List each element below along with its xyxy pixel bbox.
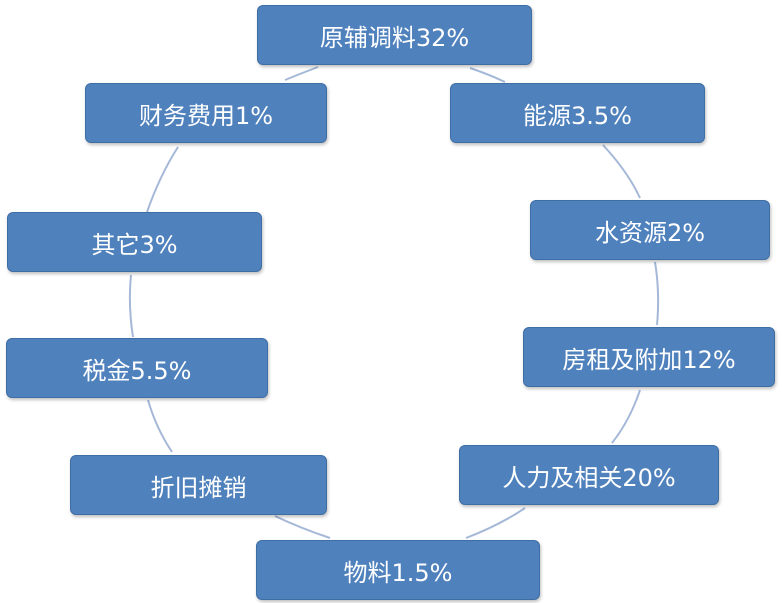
connector-depreciation-to-tax bbox=[147, 399, 173, 453]
connector-finance-to-raw bbox=[284, 66, 319, 81]
node-tax: 税金5.5% bbox=[6, 338, 268, 398]
connector-supplies-to-depreciation bbox=[274, 515, 331, 539]
connector-water-to-rent bbox=[654, 261, 660, 326]
node-labor: 人力及相关20% bbox=[459, 445, 719, 505]
node-depreciation: 折旧摊销 bbox=[70, 455, 327, 515]
node-finance: 财务费用1% bbox=[85, 83, 327, 143]
node-supplies: 物料1.5% bbox=[256, 540, 540, 600]
connector-labor-to-supplies bbox=[465, 507, 526, 539]
connector-raw-to-energy bbox=[469, 67, 506, 83]
connector-rent-to-labor bbox=[611, 389, 641, 444]
connector-energy-to-water bbox=[602, 144, 641, 199]
node-water: 水资源2% bbox=[530, 200, 770, 260]
connector-other-to-finance bbox=[146, 146, 179, 213]
node-raw-materials: 原辅调料32% bbox=[257, 5, 532, 65]
cycle-connectors bbox=[128, 66, 660, 539]
connector-tax-to-other bbox=[128, 274, 134, 338]
node-rent: 房租及附加12% bbox=[523, 327, 775, 387]
node-energy: 能源3.5% bbox=[450, 83, 705, 143]
node-other: 其它3% bbox=[7, 212, 262, 272]
